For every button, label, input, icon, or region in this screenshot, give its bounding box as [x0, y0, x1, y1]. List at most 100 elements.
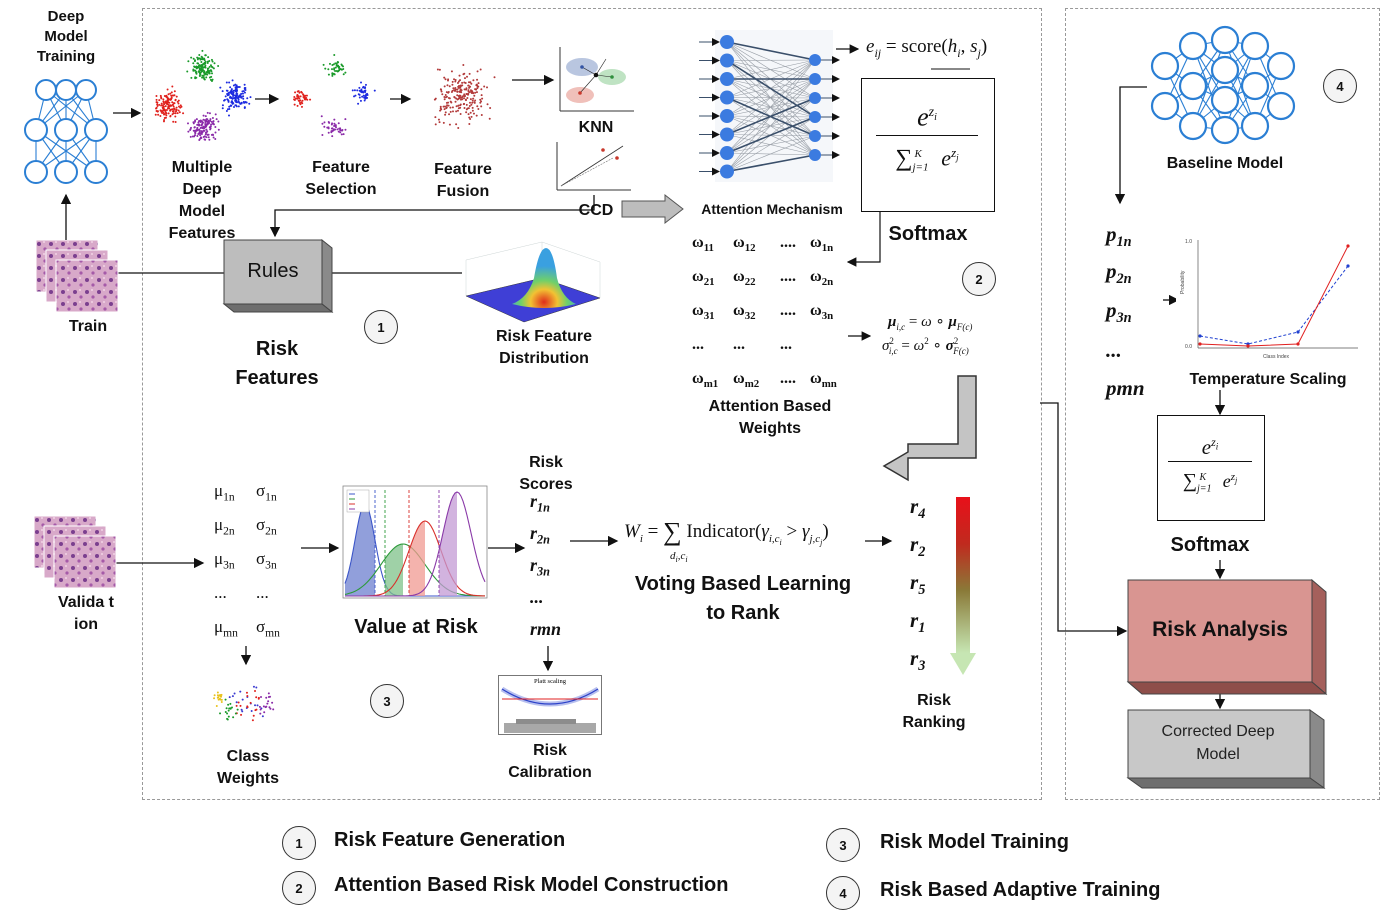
weight-cell: ω12 — [733, 234, 756, 255]
legend-text: Risk Model Training — [880, 831, 1069, 853]
svg-text:1.0: 1.0 — [1185, 239, 1192, 245]
legend-badge: 1 — [282, 826, 316, 860]
risk-feature-distribution-plot — [465, 241, 601, 323]
weight-cell: ω1n — [810, 234, 834, 255]
voting-label: Voting Based Learning to Rank — [634, 573, 852, 624]
rules-box — [222, 238, 334, 314]
baseline-model-network-icon — [1150, 25, 1296, 145]
temperature-scaling-label: Temperature Scaling — [1189, 371, 1347, 388]
weight-cell: .... — [780, 302, 796, 319]
corrected-deep-model-label: Corrected Deep Model — [1161, 723, 1275, 763]
risk-analysis-box — [1126, 578, 1328, 696]
risk-score: ... — [530, 587, 544, 607]
train-histology-images — [36, 240, 119, 313]
sigma-value: σ1n — [256, 481, 277, 504]
risk-calibration-plot: Platt scaling — [498, 675, 602, 735]
multiple-features-scatter — [154, 49, 252, 142]
deep-model-network-icon — [24, 79, 108, 184]
legend-text: Risk Based Adaptive Training — [880, 879, 1161, 901]
mu-value: μ2n — [214, 515, 235, 538]
legend-badge: 2 — [282, 871, 316, 905]
deep-model-training-label: Deep Model Training — [36, 8, 96, 65]
sigma-value: ... — [256, 583, 269, 602]
rules-label: Rules — [247, 260, 299, 282]
weight-cell: ω2n — [810, 268, 834, 289]
softmax-formula: ezi ∑j=1K ezj — [868, 98, 986, 183]
legend-text: Risk Feature Generation — [334, 829, 566, 851]
risk-ranking-label: Risk Ranking — [902, 692, 966, 731]
sigma-value: σ3n — [256, 549, 277, 572]
value-at-risk-label: Value at Risk — [354, 616, 478, 638]
probability-value: ... — [1106, 338, 1122, 362]
weight-cell: ωm2 — [733, 370, 760, 391]
attention-network-icon — [699, 30, 840, 182]
risk-score: r2n — [530, 523, 550, 547]
step-badge-1: 1 — [364, 310, 398, 344]
weight-cell: .... — [780, 234, 796, 251]
legend-badge: 3 — [826, 828, 860, 862]
value-at-risk-plot — [342, 485, 488, 599]
risk-rank-item: r1 — [910, 608, 926, 637]
svg-text:Probability: Probability — [1180, 270, 1186, 294]
feature-fusion-label: Feature Fusion — [434, 161, 492, 200]
step-badge-2: 2 — [962, 262, 996, 296]
weight-cell: ... — [733, 336, 745, 353]
softmax-right-label: Softmax — [1170, 534, 1250, 556]
mu-value: μmn — [214, 617, 238, 640]
class-weights-label: Class Weights — [217, 748, 279, 787]
svg-text:0.0: 0.0 — [1185, 344, 1192, 350]
sigma-value: σmn — [256, 617, 280, 640]
risk-gradient-arrow — [950, 497, 976, 675]
voting-formula: Wi = ∑di,ci Indicator(γi,ci > γj,cj) — [624, 517, 829, 565]
class-weights-scatter — [213, 685, 275, 722]
baseline-model-label: Baseline Model — [1166, 155, 1284, 172]
weight-cell: .... — [780, 268, 796, 285]
probability-value: p3n — [1106, 298, 1132, 327]
softmax-label: Softmax — [888, 223, 968, 245]
weight-cell: ω22 — [733, 268, 756, 289]
step-badge-3: 3 — [370, 684, 404, 718]
score-formula: eij = score(hi, sj) — [866, 36, 988, 60]
softmax-right-box — [1157, 415, 1265, 521]
feature-selection-label: Feature Selection — [305, 159, 377, 198]
weight-cell: .... — [780, 370, 796, 387]
risk-rank-item: r2 — [910, 532, 926, 561]
sigma-value: σ2n — [256, 515, 277, 538]
train-label: Train — [68, 318, 108, 335]
risk-scores-label: Risk Scores — [519, 454, 573, 493]
mu-value: μ1n — [214, 481, 235, 504]
risk-score: r1n — [530, 491, 550, 515]
weight-cell: ωmn — [810, 370, 837, 391]
risk-rank-item: r5 — [910, 570, 926, 599]
weight-cell: ... — [692, 336, 704, 353]
weight-cell: ω31 — [692, 302, 715, 323]
weight-cell: ω21 — [692, 268, 715, 289]
weight-cell: ... — [780, 336, 792, 353]
legend-badge: 4 — [826, 876, 860, 910]
risk-score: r3n — [530, 555, 550, 579]
probability-value: p1n — [1106, 222, 1132, 251]
weight-cell: ω11 — [692, 234, 714, 255]
probability-value: pmn — [1106, 376, 1145, 400]
risk-analysis-label: Risk Analysis — [1152, 618, 1288, 641]
softmax-right-formula: ezi ∑j=1K ezj — [1160, 430, 1260, 503]
knn-label: KNN — [578, 119, 614, 136]
right-dashed-frame — [1065, 8, 1380, 800]
multiple-features-label: Multiple Deep Model Features — [168, 159, 236, 242]
feature-fusion-scatter — [433, 64, 496, 129]
probability-value: p2n — [1106, 259, 1132, 288]
risk-features-label: Risk Features — [235, 338, 319, 389]
temperature-scaling-plot: 1.0 0.0 Probability Class Index — [1176, 234, 1362, 362]
weight-cell: ω3n — [810, 302, 834, 323]
mu-value: ... — [214, 583, 227, 602]
ccd-plot — [556, 142, 631, 191]
risk-rank-item: r4 — [910, 494, 926, 523]
mu-value: μ3n — [214, 549, 235, 572]
feature-selection-scatter — [293, 54, 376, 138]
sigma-formula: σ2i,c = ω2 ∘ σ2F(c) — [882, 336, 969, 356]
knn-plot — [556, 45, 636, 115]
weight-cell: ω32 — [733, 302, 756, 323]
mu-formula: μi,c = ω ∘ μF(c) — [888, 314, 973, 332]
main-dashed-frame — [142, 8, 1042, 800]
